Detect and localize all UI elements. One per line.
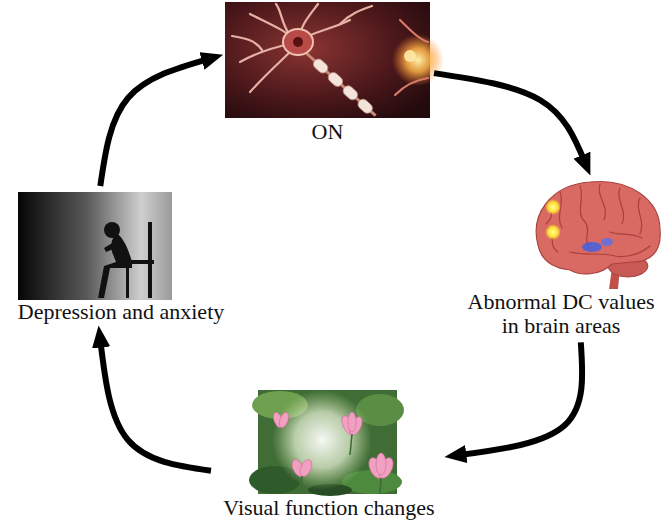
node-caption: Depression and anxiety [6,300,236,324]
cycle-arrow [100,59,209,186]
picture-node: Abnormal DC values in brain areas [462,178,660,338]
cycle-arrow [459,342,582,455]
node-caption: Visual function changes [215,496,443,520]
brain-picture [536,182,660,289]
sad-person-picture [18,192,172,300]
node-caption: ON [225,120,430,144]
lotus-picture [249,390,404,496]
picture-node: ON [225,2,430,144]
node-caption: Abnormal DC values in brain areas [462,290,660,338]
picture-node: Visual function changes [215,390,443,520]
cycle-arrow [100,340,211,471]
cycle-arrow [434,73,585,162]
picture-node: Depression and anxiety [6,190,236,324]
neuron-picture [225,2,444,119]
